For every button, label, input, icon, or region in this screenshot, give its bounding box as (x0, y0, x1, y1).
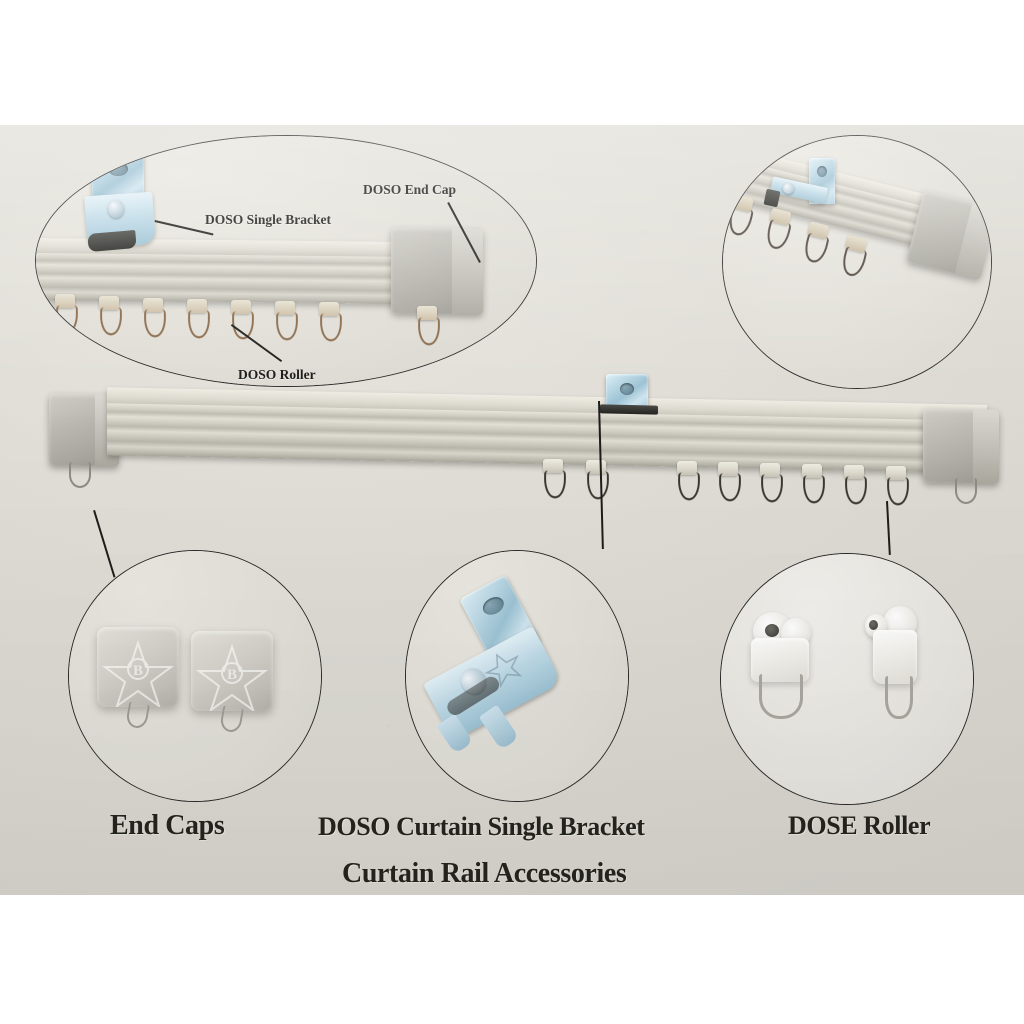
caption-end-caps: End Caps (110, 810, 225, 841)
dose-roller-sample-right (863, 606, 933, 730)
inset-bracket-hole (108, 162, 128, 176)
inset-roller (416, 306, 441, 348)
logo-letter: B (227, 667, 237, 683)
bracket-jaw-right (478, 704, 520, 751)
logo-letter: B (133, 663, 143, 679)
rail-roller (885, 466, 910, 508)
inset-bracket-shadow (87, 229, 137, 253)
inset-roller (230, 300, 255, 342)
star-logo-icon: B (196, 643, 268, 711)
inset-single-bracket (82, 154, 164, 253)
star-logo-icon: B (102, 639, 174, 707)
inset-rail-detail-left (35, 135, 537, 387)
end-cap-sample-left: B (97, 627, 179, 707)
caption-dose-roller: DOSE Roller (788, 811, 931, 840)
rail-roller (759, 463, 784, 505)
dose-roller-sample-left (747, 612, 817, 732)
roller-hook-ring (759, 674, 803, 719)
rail-roller (801, 464, 826, 506)
bracket-screw-hole (620, 383, 634, 395)
inset-roller (98, 296, 123, 338)
inset-bracket-screw (108, 200, 124, 218)
inset-roller (142, 298, 167, 340)
inset-right-bracket-hole (817, 166, 827, 177)
inset-dose-roller-photo (721, 554, 973, 804)
inset-dose-roller (720, 553, 974, 805)
single-bracket-sample (406, 556, 628, 800)
rail-roller (676, 461, 701, 503)
end-cap-right-hook (955, 478, 977, 504)
single-bracket-on-rail (600, 374, 660, 420)
end-cap-sample-right: B (191, 631, 273, 711)
inset-roller (186, 299, 211, 341)
inset-right-roller (723, 194, 755, 240)
inset-roller (54, 294, 79, 336)
rail-roller (542, 459, 567, 501)
inset-rail-detail-right-photo (723, 136, 991, 388)
inset-right-roller (837, 234, 869, 281)
inset-single-bracket (405, 550, 629, 802)
curtain-rail-assembly (45, 374, 999, 510)
inset-end-caps-photo: B B (69, 551, 321, 801)
inset-right-roller (799, 221, 831, 267)
inset-right-bracket-screw (783, 183, 794, 194)
rail-roller (717, 462, 742, 504)
caption-single-bracket: DOSO Curtain Single Bracket (318, 812, 645, 841)
inset-roller (274, 301, 299, 343)
callout-single-bracket: DOSO Single Bracket (205, 212, 332, 227)
product-photo: B B (0, 125, 1024, 895)
inset-right-bracket (763, 158, 851, 220)
end-cap-right (923, 408, 999, 484)
page-title: Curtain Rail Accessories (342, 858, 627, 889)
callout-end-cap: DOSO End Cap (363, 182, 457, 197)
roller-hook (885, 676, 913, 719)
bracket-base-arm (600, 404, 658, 415)
roller-body (873, 630, 917, 684)
roller-axle (869, 620, 878, 630)
callout-roller: DOSO Roller (238, 367, 316, 382)
inset-roller (318, 302, 343, 344)
bracket-star-emboss-icon (484, 653, 523, 689)
inset-single-bracket-photo (406, 551, 628, 801)
end-cap-right-face (973, 409, 999, 484)
inset-right-bracket-tip (763, 188, 781, 208)
rail-top-face (107, 387, 987, 422)
end-cap-left-hook (69, 462, 91, 488)
inset-end-caps: B B (68, 550, 322, 802)
rail-roller (585, 460, 610, 502)
inset-rail-detail-left-photo (36, 136, 536, 386)
rail-roller (843, 465, 868, 507)
inset-rail-detail-right (722, 135, 992, 389)
roller-axle (765, 624, 779, 637)
